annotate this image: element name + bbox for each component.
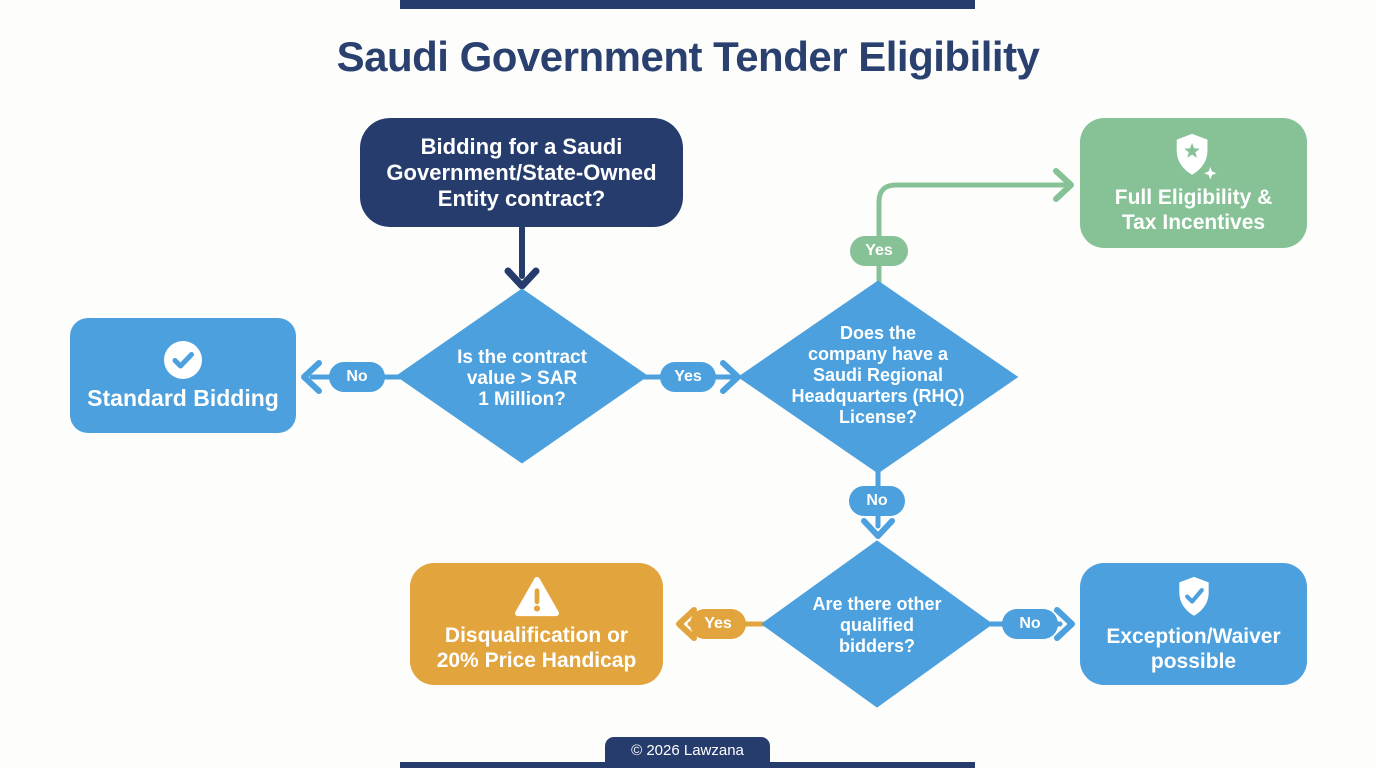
edge-start-to-contract-value xyxy=(504,225,540,290)
shield-check-icon xyxy=(1178,576,1209,616)
edge-rhq-yes xyxy=(876,168,1074,292)
warning-triangle-icon xyxy=(514,576,559,616)
decision-other-bidders-label: Are there other qualified bidders? xyxy=(812,594,942,656)
edge-label-contract-value-yes: Yes xyxy=(660,362,716,392)
decision-contract-value-label: Is the contract value > SAR 1 Million? xyxy=(457,347,587,410)
start-node-label: Bidding for a Saudi Government/State-Own… xyxy=(386,133,657,211)
outcome-full-eligibility: Full Eligibility & Tax Incentives xyxy=(1080,118,1307,248)
decision-other-bidders-shape xyxy=(761,540,993,708)
edge-label-rhq-yes: Yes xyxy=(850,236,908,266)
start-node: Bidding for a Saudi Government/State-Own… xyxy=(360,118,683,227)
edge-label-rhq-no: No xyxy=(849,486,905,516)
decision-rhq-license-shape xyxy=(737,280,1019,474)
bottom-accent-bar xyxy=(400,762,975,768)
outcome-disqualification: Disqualification or 20% Price Handicap xyxy=(410,563,663,685)
outcome-exception-waiver: Exception/Waiver possible xyxy=(1080,563,1307,685)
footer-copyright: © 2026 Lawzana xyxy=(605,737,770,763)
outcome-standard-bidding: Standard Bidding xyxy=(70,318,296,433)
check-circle-icon xyxy=(164,341,202,379)
shield-star-icon xyxy=(1176,133,1217,180)
decision-rhq-license-label: Does the company have a Saudi Regional H… xyxy=(791,323,965,427)
outcome-full-eligibility-label: Full Eligibility & Tax Incentives xyxy=(1114,185,1273,234)
page-title: Saudi Government Tender Eligibility xyxy=(336,33,1040,80)
outcome-disqualification-label: Disqualification or 20% Price Handicap xyxy=(436,623,637,672)
outcome-standard-bidding-label: Standard Bidding xyxy=(87,385,279,411)
edge-label-contract-value-no: No xyxy=(329,362,385,392)
edge-label-bidders-no: No xyxy=(1002,609,1058,639)
outcome-exception-waiver-label: Exception/Waiver possible xyxy=(1106,624,1281,673)
top-accent-bar xyxy=(400,0,975,9)
decision-contract-value-shape xyxy=(395,288,649,464)
edge-label-bidders-yes: Yes xyxy=(690,609,746,639)
